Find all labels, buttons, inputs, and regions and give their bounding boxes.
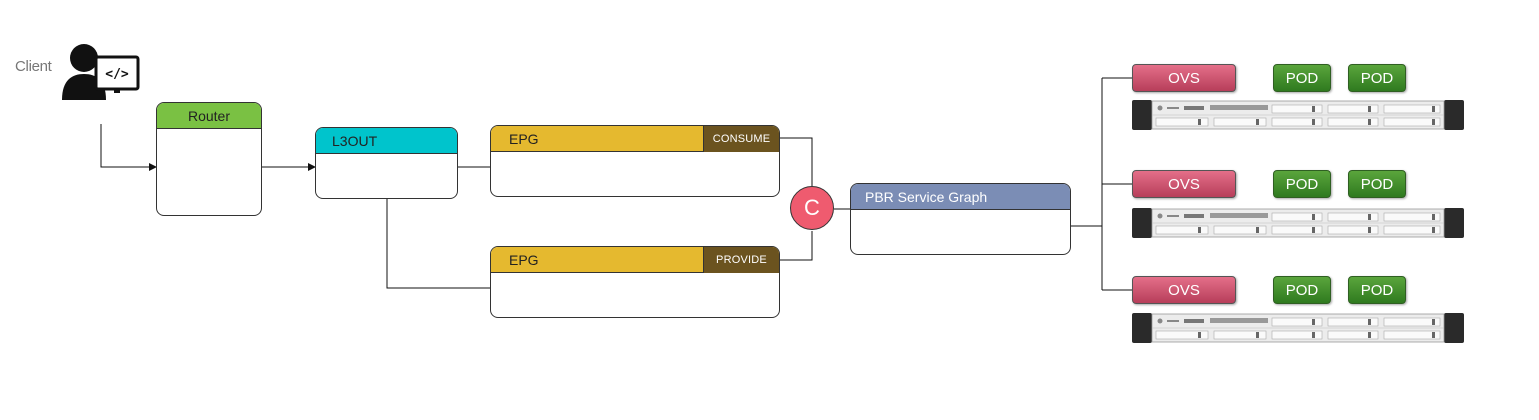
service-graph-label: PBR Service Graph — [865, 188, 988, 205]
router-box[interactable]: Router — [156, 102, 262, 216]
contract-circle[interactable]: C — [790, 186, 834, 230]
router-header: Router — [157, 103, 261, 129]
rack-server-icon — [1132, 208, 1464, 238]
pod-label: POD — [1285, 281, 1319, 299]
client-label: Client — [15, 58, 52, 75]
pod-label: POD — [1285, 175, 1319, 193]
consume-tag: CONSUME — [703, 126, 779, 152]
provide-tag: PROVIDE — [703, 247, 779, 273]
pod-label: POD — [1285, 69, 1319, 87]
ovs-box[interactable]: OVS — [1132, 276, 1236, 304]
pod-box[interactable]: POD — [1273, 64, 1331, 92]
consume-to-contract-line — [780, 137, 813, 186]
service-graph-box[interactable]: PBR Service Graph — [850, 183, 1071, 255]
epg-provide-label: EPG — [509, 251, 539, 268]
l3out-header: L3OUT — [316, 128, 457, 154]
service-graph-header: PBR Service Graph — [851, 184, 1070, 210]
pod-box[interactable]: POD — [1273, 170, 1331, 198]
pod-box[interactable]: POD — [1348, 170, 1406, 198]
l3out-to-epg-provide-line — [386, 199, 490, 289]
ovs-box[interactable]: OVS — [1132, 64, 1236, 92]
pod-label: POD — [1360, 281, 1394, 299]
rack-server-icon — [1132, 313, 1464, 343]
l3out-box[interactable]: L3OUT — [315, 127, 458, 199]
client-screen-text: </> — [105, 67, 129, 82]
epg-consume-label: EPG — [509, 130, 539, 147]
ovs-box[interactable]: OVS — [1132, 170, 1236, 198]
rack-server-icon — [1132, 100, 1464, 130]
pod-box[interactable]: POD — [1273, 276, 1331, 304]
epg-provide-box[interactable]: EPG PROVIDE — [490, 246, 780, 318]
ovs-label: OVS — [1168, 69, 1200, 87]
ovs-label: OVS — [1168, 175, 1200, 193]
contract-label: C — [804, 195, 820, 220]
developer-user-icon: </> — [62, 44, 140, 100]
client-to-router-line — [100, 124, 157, 171]
pod-box[interactable]: POD — [1348, 276, 1406, 304]
ovs-label: OVS — [1168, 281, 1200, 299]
pod-box[interactable]: POD — [1348, 64, 1406, 92]
epg-consume-box[interactable]: EPG CONSUME — [490, 125, 780, 197]
pod-label: POD — [1360, 175, 1394, 193]
router-label: Router — [187, 107, 231, 124]
pod-label: POD — [1360, 69, 1394, 87]
l3out-label: L3OUT — [332, 132, 378, 149]
provide-to-contract-line — [780, 231, 813, 261]
